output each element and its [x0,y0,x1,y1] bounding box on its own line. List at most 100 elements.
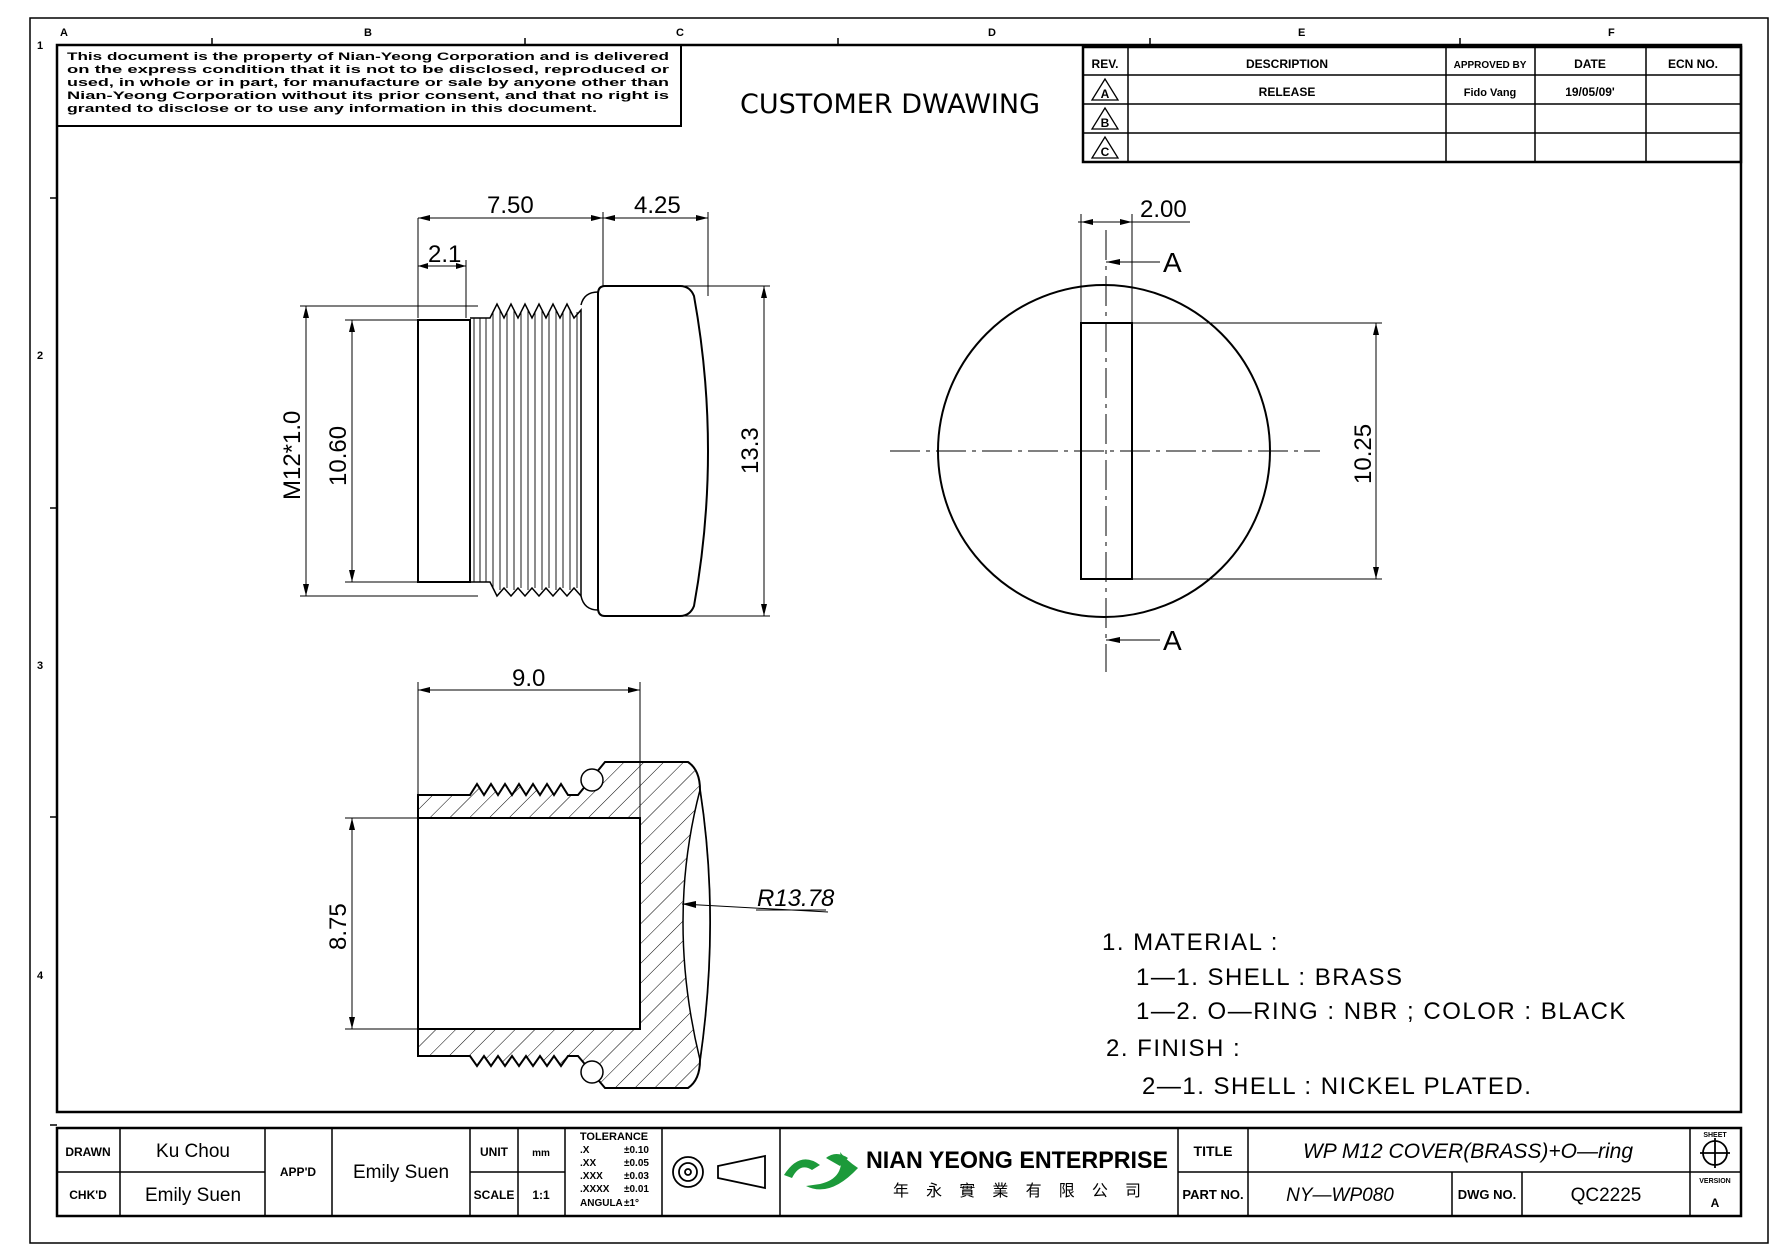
tolerance-format-1: .X [580,1145,590,1156]
description-header: DESCRIPTION [1246,57,1328,71]
company-name-cn: 年 永 實 業 有 限 公 司 [893,1181,1141,1200]
dim-10-60: 10.60 [325,426,352,486]
tolerance-format-2: .XX [580,1158,596,1169]
note-o-ring: 1—2. O—RING : NBR ; COLOR : BLACK [1136,998,1627,1025]
dim-2-1: 2.1 [428,241,461,268]
outer-border [29,17,1769,1244]
property-notice: This document is the property of Nian-Ye… [56,44,682,127]
rev-b-triangle [1090,106,1120,130]
note-material: 1. MATERIAL : [1102,929,1279,956]
section-view-bore [417,817,641,1030]
rev-a-triangle [1090,77,1120,101]
scale-value: 1:1 [532,1188,550,1202]
chkd-value: Emily Suen [145,1185,241,1206]
company-name: NIAN YEONG ENTERPRISE [866,1147,1168,1174]
company-logo-icon [784,1152,858,1190]
note-shell-brass: 1—1. SHELL : BRASS [1136,964,1404,991]
column-labels: A B C D E F [60,27,1615,39]
side-view-thread-body [470,302,582,598]
notice-line-2: on the express condition that it is not … [67,64,670,76]
section-label-top: A [1163,247,1182,278]
sheet-label: SHEET [1703,1132,1727,1139]
row-label-3: 3 [37,660,43,672]
rev-a-approved-by: Fido Vang [1464,87,1517,99]
dim-13-3: 13.3 [737,427,764,474]
title-block [55,1126,1743,1218]
drawn-value: Ku Chou [156,1141,230,1162]
section-view-dimensions: 9.0 8.75 R13.78 [325,665,835,950]
section-view-o-ring-bottom [580,1060,604,1084]
tolerance-table: TOLERANCE .X ±0.10 .XX ±0.05 .XXX ±0.03 … [580,1131,650,1209]
tolerance-value-2: ±0.05 [624,1158,649,1169]
version-label: VERSION [1699,1178,1731,1185]
material-notes: 1. MATERIAL : 1—1. SHELL : BRASS 1—2. O—… [1102,929,1627,1100]
side-view-cap [597,285,709,617]
row-label-2: 2 [37,350,43,362]
tolerance-value-4: ±0.01 [624,1184,649,1195]
row-labels: 1 2 3 4 [37,40,44,982]
dim-7-50: 7.50 [487,192,534,219]
rev-c-triangle [1090,135,1120,159]
tolerance-format-3: .XXX [580,1171,603,1182]
ecn-no-header: ECN NO. [1668,57,1718,71]
dim-4-25: 4.25 [634,192,681,219]
row-label-4: 4 [37,970,44,982]
col-label-f: F [1608,27,1615,39]
notice-line-5: granted to disclose or to use any inform… [67,103,597,115]
col-label-c: C [676,27,684,39]
side-view [300,212,770,617]
inner-border [55,43,1743,1114]
section-view-dome [682,789,711,1061]
rev-b-label: B [1101,116,1110,130]
rev-a-date: 19/05/09' [1565,85,1615,99]
col-label-b: B [364,27,372,39]
notice-line-1: This document is the property of Nian-Ye… [67,51,669,63]
dim-8-75: 8.75 [325,903,352,950]
drawing-frame [29,17,1769,1244]
tolerance-value-5: ±1° [624,1198,639,1209]
version-value: A [1711,1196,1720,1210]
note-finish: 2. FINISH : [1106,1035,1241,1062]
dim-2-00: 2.00 [1140,196,1187,223]
end-view-dimensions: 2.00 10.25 A A [1140,196,1377,656]
col-label-a: A [60,27,68,39]
dim-r13-78: R13.78 [757,885,835,912]
tolerance-format-4: .XXXX [580,1184,610,1195]
dim-thread: M12*1.0 [279,411,306,500]
title-block-fields: DRAWN CHK'D APP'D UNIT SCALE mm 1:1 TITL… [65,1131,1730,1210]
dim-9-0: 9.0 [512,665,545,692]
side-view-o-ring [580,291,599,611]
row-label-1: 1 [37,40,43,52]
notice-line-4: Nian-Yeong Corporation without its prior… [67,90,669,102]
title-label: TITLE [1194,1143,1233,1159]
thread-lines [473,310,578,590]
appd-label: APP'D [280,1165,317,1179]
dwg-no-label: DWG NO. [1458,1187,1517,1202]
rev-a-description: RELEASE [1259,85,1316,99]
part-no-value: NY—WP080 [1286,1185,1394,1206]
tolerance-format-5: ANGULA [580,1198,623,1209]
section-view [345,682,829,1089]
approved-by-header: APPROVED BY [1454,60,1527,71]
tolerance-title: TOLERANCE [580,1131,648,1143]
col-label-e: E [1298,27,1305,39]
dim-10-25: 10.25 [1350,424,1377,484]
sheet-target-icon [1700,1138,1730,1168]
projection-symbol-icon [672,1154,766,1190]
note-nickel-plated: 2—1. SHELL : NICKEL PLATED. [1142,1073,1532,1100]
section-view-o-ring-top [580,768,604,792]
revision-table: REV. DESCRIPTION APPROVED BY DATE ECN NO… [1081,45,1743,164]
rev-c-label: C [1101,145,1110,159]
end-view [890,214,1382,672]
rev-a-label: A [1101,87,1110,101]
tolerance-value-1: ±0.10 [624,1145,649,1156]
drawn-label: DRAWN [65,1145,110,1159]
chkd-label: CHK'D [69,1188,107,1202]
unit-label: UNIT [480,1145,509,1159]
scale-label: SCALE [474,1188,515,1202]
drawing-title: CUSTOMER DWAWING [740,89,1040,120]
col-label-d: D [988,27,996,39]
dwg-no-value: QC2225 [1571,1185,1642,1206]
date-header: DATE [1574,57,1606,71]
